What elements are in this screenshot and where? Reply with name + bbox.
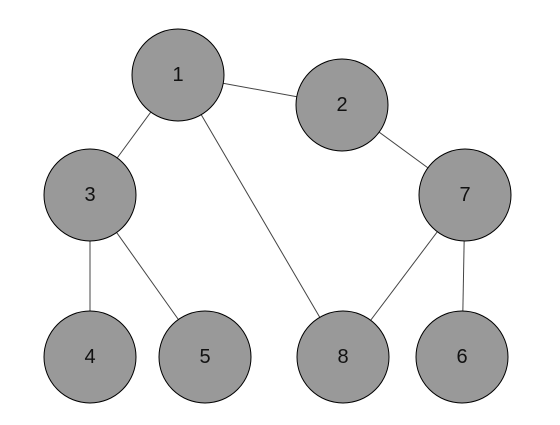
node-8: 8 [296,310,390,404]
node-circle [43,148,137,242]
node-3: 3 [43,148,137,242]
nodes-layer: 1 2 3 4 5 6 7 8 [43,28,512,404]
node-label: 2 [336,94,347,116]
node-label: 7 [459,184,470,206]
node-2: 2 [295,58,389,152]
node-label: 3 [84,184,95,206]
node-label: 8 [337,346,348,368]
node-label: 6 [456,346,467,368]
node-circle [415,310,509,404]
node-4: 4 [43,310,137,404]
node-circle [43,310,137,404]
node-circle [158,310,252,404]
node-label: 4 [84,346,95,368]
edges-layer [89,74,466,358]
node-circle [295,58,389,152]
node-circle [131,28,225,122]
edge-1-8 [177,74,344,358]
node-label: 5 [199,346,210,368]
node-1: 1 [131,28,225,122]
node-5: 5 [158,310,252,404]
node-7: 7 [418,148,512,242]
node-6: 6 [415,310,509,404]
node-circle [418,148,512,242]
node-label: 1 [172,64,183,86]
node-circle [296,310,390,404]
